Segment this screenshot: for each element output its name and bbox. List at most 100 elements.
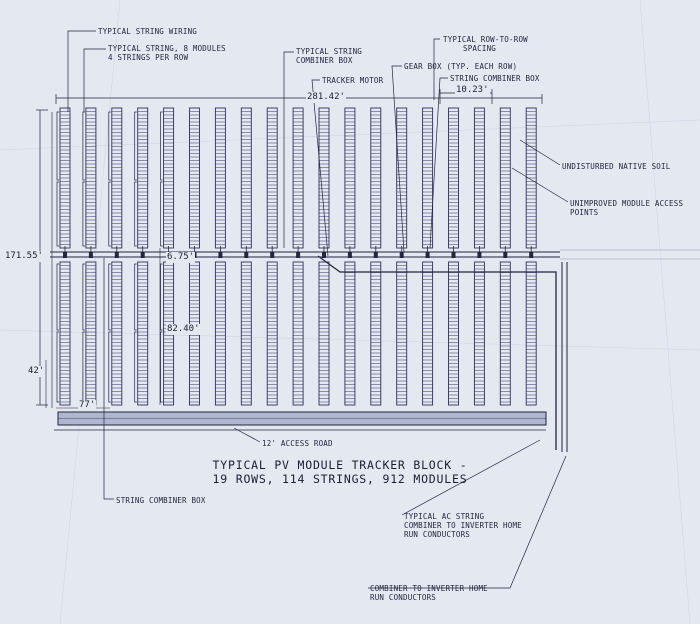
module-divisions [344,111,355,403]
callout-leader [401,439,541,516]
label-typical-string-combiner-2: COMBINER BOX [296,56,353,65]
gear-box-marker [63,252,67,258]
module-divisions [85,111,96,403]
dim-block-height: 171.55' [4,251,44,262]
label-string-combiner-box-bottom: STRING COMBINER BOX [116,496,206,505]
tracker-row [59,107,71,406]
string-wiring-bracket [82,263,85,331]
string-wiring-bracket [108,181,111,247]
gear-box-marker [140,252,145,258]
module-divisions [267,111,278,403]
tracker-row-lower [137,261,149,406]
callout-leader [368,455,567,589]
dim-row-length: 82.40' [166,324,201,335]
gear-box-marker [529,252,534,258]
home-run-conduit [317,255,557,450]
access-road-graphic [54,411,547,431]
callout-leader [511,167,569,203]
module-divisions [215,111,226,403]
tracker-row [137,107,149,406]
tracker-row-lower [292,261,304,406]
tracker-row-lower [59,261,71,406]
module-divisions [241,111,252,403]
faint-guideline [0,119,700,151]
string-wiring-bracket [56,263,59,331]
callout-leader [233,427,261,443]
callout-leader [391,65,405,253]
string-wiring-bracket [134,331,137,403]
label-string-combiner-box-top: STRING COMBINER BOX [450,74,540,83]
tracker-row-lower [473,261,485,406]
string-wiring-bracket [108,263,111,331]
dim-aisle-gap: 6.75' [166,252,196,263]
label-ac-combiner-1: TYPICAL AC STRING [404,512,485,521]
label-row-spacing-2: SPACING [463,44,497,53]
tracker-row [473,107,485,406]
module-divisions [422,111,433,403]
gear-box-marker [373,252,378,258]
callout-leaders [67,30,569,589]
string-wiring-bracket [56,181,59,247]
label-home-run-2: RUN CONDUCTORS [370,593,437,602]
module-divisions [526,111,537,403]
tracker-row [499,107,511,406]
string-wiring-bracket [56,331,59,403]
tracker-row-lower [499,261,511,406]
tracker-row [344,107,356,406]
tracker-row [292,107,304,406]
label-row-spacing-1: TYPICAL ROW-TO-ROW [443,35,528,44]
tracker-row [214,107,226,406]
tracker-row [448,107,459,406]
tracker-row-lower [344,261,356,406]
string-wiring-bracket [134,181,137,247]
string-wiring-bracket [134,263,137,331]
callout-leader [429,77,448,249]
label-typical-string-wiring: TYPICAL STRING WIRING [98,27,198,36]
gear-box-marker [503,252,508,258]
module-divisions [474,111,485,403]
label-unimproved-access-2: POINTS [570,208,599,217]
tracker-row-lower [266,261,278,406]
gear-box-marker [347,252,352,258]
module-divisions [60,111,70,403]
callout-leader [311,79,329,257]
gear-box-marker [477,252,482,258]
callout-leader [103,258,114,500]
tracker-row-lower [396,261,408,406]
tracker-row [396,107,408,406]
callout-leader [519,139,561,166]
tracker-row [240,107,252,406]
label-ac-combiner-2: COMBINER TO INVERTER HOME [404,521,522,530]
callout-leader [83,48,106,112]
tracker-row [85,107,97,406]
module-divisions [370,111,381,403]
tracker-row-lower [448,261,459,406]
string-wiring-bracket [108,111,111,181]
module-divisions [396,111,407,403]
label-typical-string-combiner-1: TYPICAL STRING [296,47,363,56]
faint-guideline [0,329,700,351]
callout-leader [67,30,96,112]
faint-guideline [59,0,121,624]
tracker-row-lower [370,261,382,406]
label-unimproved-access-1: UNIMPROVED MODULE ACCESS [570,199,684,208]
gear-box-marker [296,252,301,258]
string-wiring-bracket [82,111,85,181]
gear-box-marker [114,252,119,258]
dim-block-width: 281.42' [306,92,346,103]
label-access-road: 12' ACCESS ROAD [262,439,333,448]
string-wiring-bracket [82,181,85,247]
gear-box-marker [88,252,93,258]
dim-end-offset: 42' [27,366,46,377]
tracker-row-lower [240,261,252,406]
label-typical-string-1: TYPICAL STRING, 8 MODULES [108,44,226,53]
module-divisions [448,111,459,403]
gear-box-marker [322,252,326,258]
label-ac-combiner-3: RUN CONDUCTORS [404,530,471,539]
module-divisions [189,111,200,403]
tracker-row-lower [111,261,123,406]
tracker-row [422,107,434,406]
